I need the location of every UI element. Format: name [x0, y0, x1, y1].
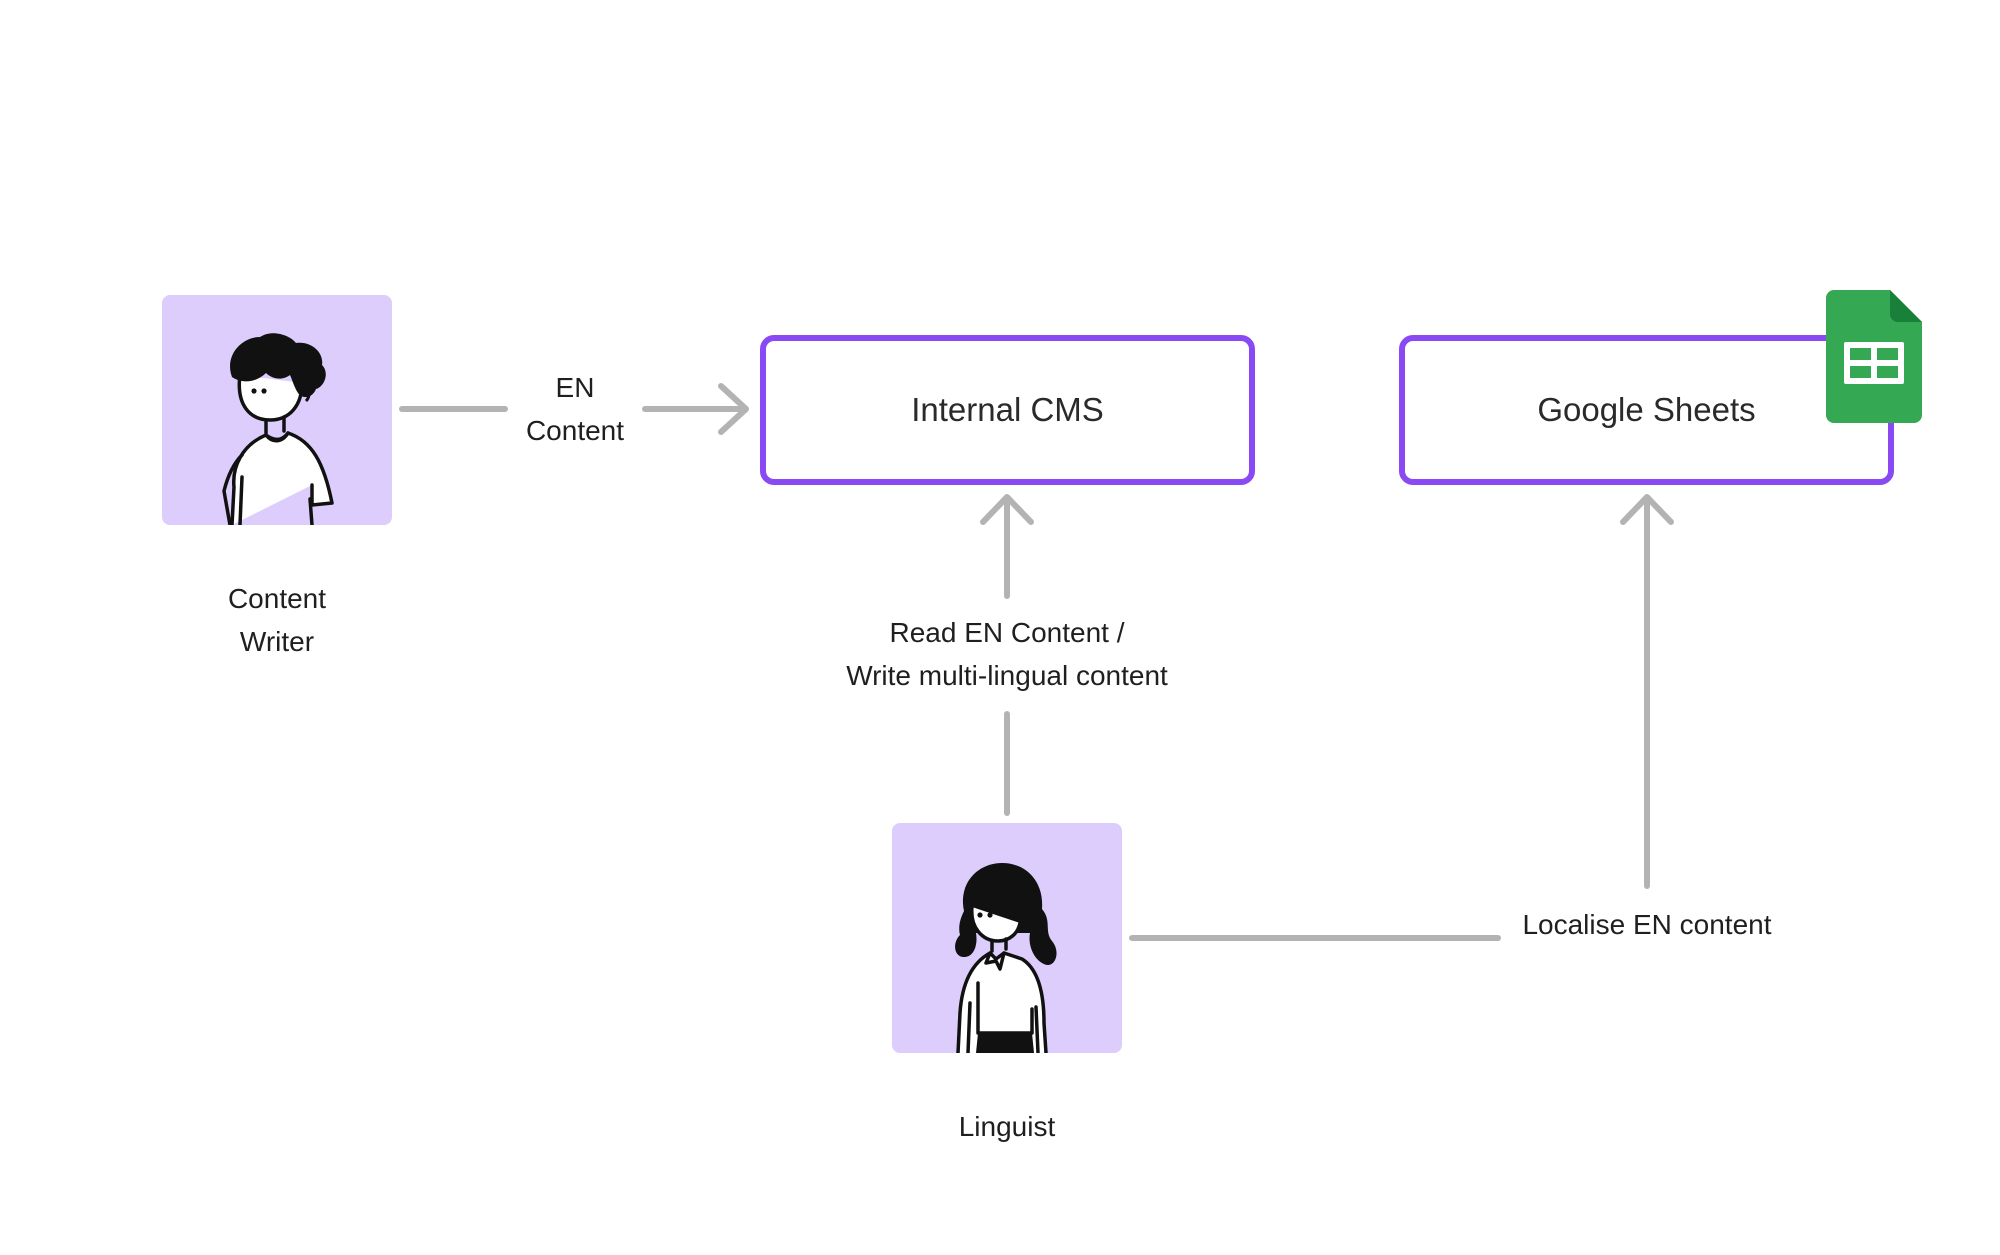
linguist-to-cms-edge-label-line2: Write multi-lingual content	[846, 660, 1168, 691]
linguist-to-sheets-edge-label-text: Localise EN content	[1522, 909, 1772, 940]
person-icon	[955, 863, 1057, 1055]
person-icon	[222, 333, 334, 527]
linguist-to-sheets-arrowhead	[1620, 494, 1674, 525]
linguist-label: Linguist	[907, 1105, 1107, 1148]
linguist-to-cms-edge-label: Read EN Content / Write multi-lingual co…	[787, 611, 1227, 697]
google-sheets-title: Google Sheets	[1537, 391, 1756, 428]
writer-to-cms-arrowhead	[718, 383, 749, 435]
linguist-label-text: Linguist	[958, 1111, 1056, 1142]
writer-to-cms-edge-label-line1: EN	[555, 372, 595, 403]
content-writer-label: Content Writer	[177, 577, 377, 663]
linguist-to-sheets-edge-label: Localise EN content	[1497, 903, 1797, 946]
writer-to-cms-edge-label-line2: Content	[525, 415, 625, 446]
internal-cms-box: Internal CMS	[760, 335, 1255, 485]
linguist-avatar	[892, 823, 1122, 1055]
content-writer-label-line1: Content	[227, 583, 327, 614]
content-writer-avatar	[162, 295, 392, 527]
content-writer-label-line2: Writer	[239, 626, 315, 657]
linguist-to-cms-edge-label-line1: Read EN Content /	[889, 617, 1125, 648]
internal-cms-title: Internal CMS	[911, 391, 1104, 428]
google-sheets-box: Google Sheets	[1399, 335, 1894, 485]
linguist-to-cms-arrowhead	[980, 494, 1034, 525]
google-sheets-icon	[1826, 290, 1922, 423]
writer-to-cms-edge-label: EN Content	[510, 366, 640, 452]
